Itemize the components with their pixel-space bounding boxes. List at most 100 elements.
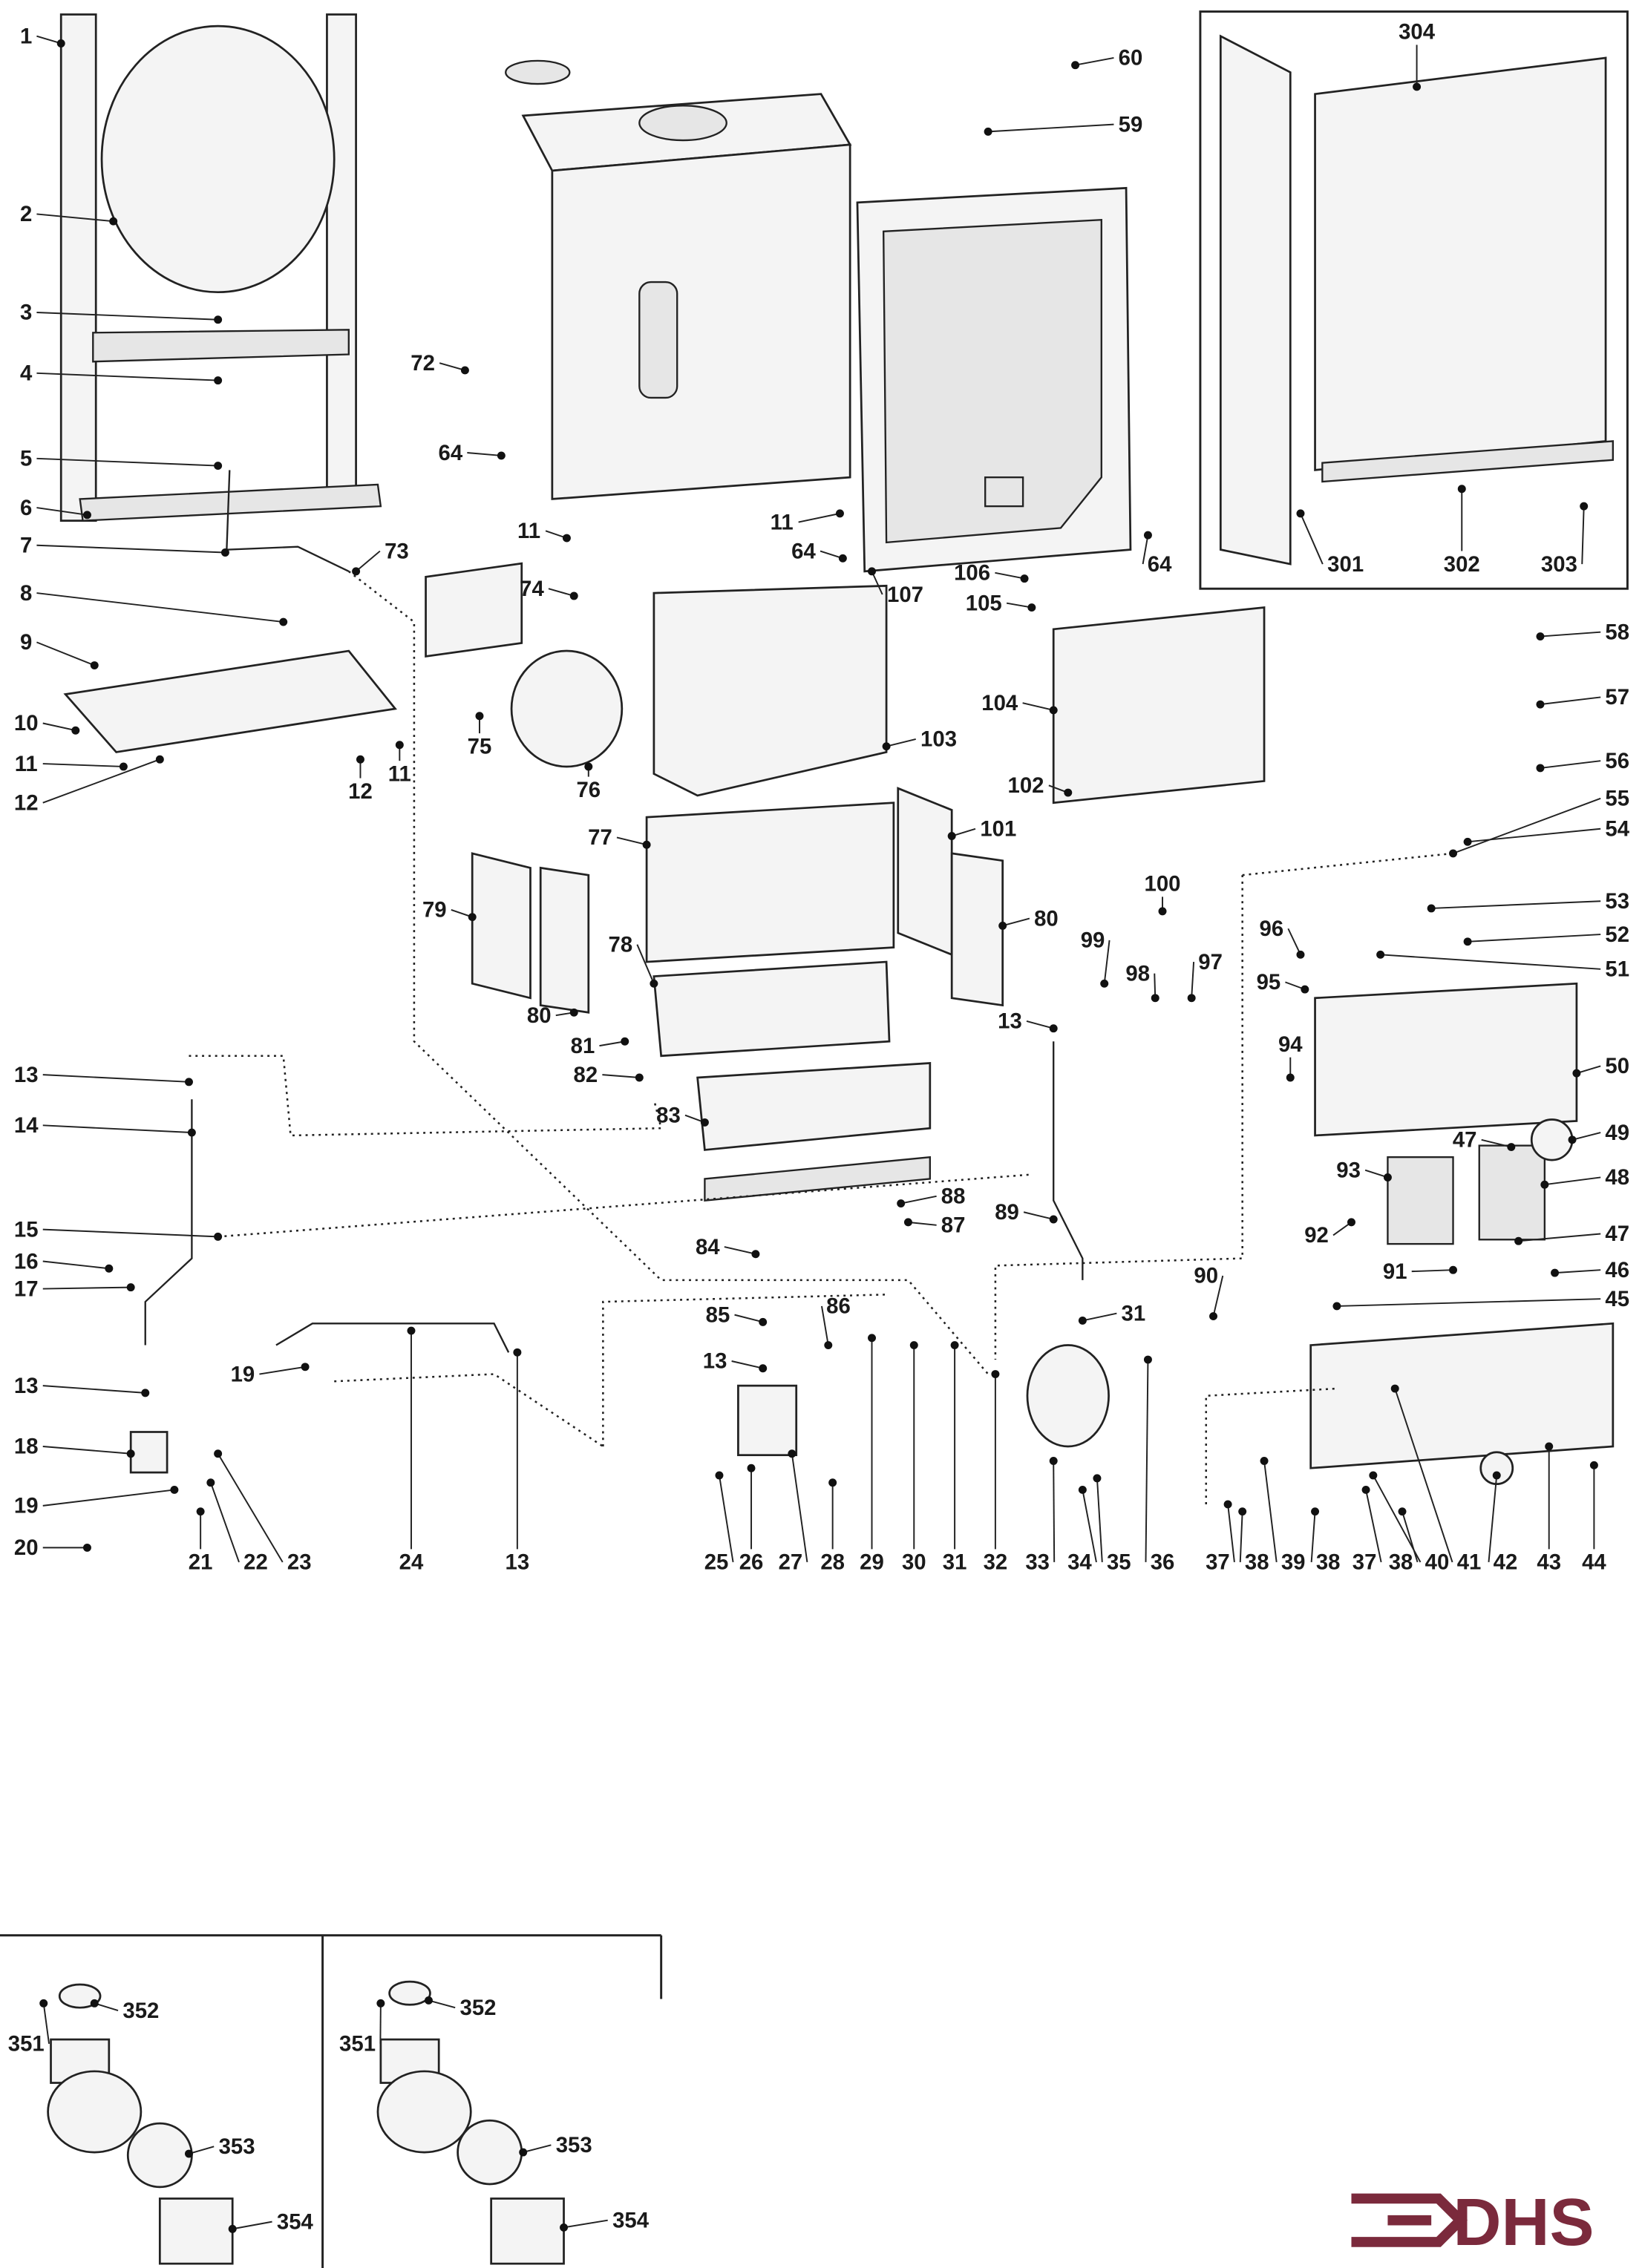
leader-dot: [356, 755, 364, 764]
part-number-label: 351: [8, 2032, 45, 2056]
leader-dot: [468, 913, 477, 922]
callout-47: 47: [1514, 1222, 1629, 1246]
leader-dot: [196, 1507, 205, 1516]
leader-line: [1263, 1461, 1278, 1563]
leader-dot: [1398, 1507, 1407, 1516]
callout-14: 14: [14, 1113, 196, 1138]
part-number-label: 84: [696, 1235, 720, 1259]
part-number-label: 38: [1389, 1550, 1413, 1575]
side-insulation-left-2: [539, 866, 590, 1014]
leader-line: [908, 1221, 937, 1226]
leader-dot: [1049, 1215, 1058, 1224]
leader-line: [995, 571, 1025, 580]
leader-dot: [897, 1199, 906, 1208]
part-number-label: 81: [571, 1034, 595, 1058]
leader-line: [1571, 1132, 1601, 1141]
leader-dot: [1463, 837, 1472, 846]
leader-dot: [1568, 1135, 1577, 1144]
leader-dot: [868, 567, 876, 576]
part-number-label: 4: [20, 361, 33, 386]
leader-dot: [1158, 907, 1167, 916]
leader-dot: [1049, 706, 1058, 715]
callout-74: 74: [520, 577, 578, 601]
callout-31: 31: [1078, 1301, 1145, 1325]
leader-line: [1401, 1511, 1419, 1563]
dhs-logo: DHS: [1351, 2186, 1594, 2260]
leader-line: [523, 2144, 552, 2154]
part-number-label: 9: [20, 630, 32, 655]
part-number-label: 14: [14, 1113, 39, 1138]
leader-dot: [1301, 985, 1309, 994]
leader-line: [42, 1124, 192, 1134]
leader-dot: [1390, 1384, 1399, 1393]
bottom-rail: [1321, 440, 1615, 483]
part-number-label: 38: [1245, 1550, 1269, 1575]
leader-dot: [1151, 994, 1159, 1003]
leader-line: [1540, 760, 1601, 769]
leader-dot: [1064, 788, 1073, 797]
leader-line: [1075, 57, 1114, 66]
leader-dot: [991, 1370, 1000, 1378]
leader-dot: [90, 1999, 99, 2008]
side-insulation-right: [897, 787, 953, 957]
part-number-label: 43: [1537, 1550, 1561, 1575]
callout-19: 19: [231, 1362, 310, 1386]
front-insulation: [645, 802, 895, 963]
leader-line: [42, 1286, 131, 1290]
part-number-label: 302: [1444, 552, 1480, 577]
callout-64: 64: [1142, 531, 1172, 577]
leader-line: [1431, 900, 1601, 909]
side-insulation-right-2: [950, 852, 1004, 1007]
heat-exchanger: [652, 960, 891, 1058]
part-number-label: 37: [1206, 1550, 1230, 1575]
leader-line: [189, 2146, 215, 2154]
part-number-label: 55: [1605, 787, 1629, 811]
part-number-label: 304: [1399, 20, 1436, 45]
part-number-label: 23: [287, 1550, 312, 1575]
callout-81: 81: [571, 1034, 629, 1058]
part-number-label: 3: [20, 301, 32, 325]
part-number-label: 59: [1119, 112, 1143, 137]
leader-dot: [1296, 509, 1305, 518]
part-number-label: 80: [527, 1003, 552, 1028]
hydraulic-block: [129, 1431, 169, 1474]
part-number-label: 36: [1151, 1550, 1175, 1575]
part-number-label: 103: [920, 727, 957, 752]
part-number-label: 95: [1257, 970, 1281, 994]
leader-line: [798, 512, 840, 523]
part-number-label: 90: [1194, 1264, 1218, 1288]
callout-56: 56: [1536, 749, 1629, 773]
leader-dot: [184, 2149, 193, 2158]
callout-86: 86: [821, 1294, 851, 1350]
callout-57: 57: [1536, 685, 1629, 709]
callout-31: 31: [943, 1341, 966, 1575]
mounting-bracket: [63, 649, 397, 753]
part-number-label: 64: [791, 539, 816, 563]
burner-manifold: [704, 1156, 931, 1202]
leader-dot: [1347, 1218, 1355, 1227]
leader-dot: [56, 39, 65, 47]
sealed-door-panel: [856, 186, 1132, 573]
leader-line: [1142, 534, 1149, 565]
leader-dot: [1238, 1507, 1247, 1516]
leader-dot: [1536, 764, 1545, 773]
knob-42: [1479, 1451, 1514, 1486]
leader-line: [636, 944, 655, 984]
leader-dot: [747, 1464, 756, 1472]
part-number-label: 60: [1119, 46, 1143, 71]
callout-91: 91: [1383, 1259, 1458, 1284]
callout-34: 34: [1067, 1485, 1097, 1575]
leader-dot: [1551, 1268, 1560, 1277]
leader-line: [988, 123, 1114, 133]
leader-line: [42, 763, 124, 767]
leader-line: [1544, 1176, 1601, 1186]
leader-line: [1145, 1360, 1149, 1562]
pump: [1026, 1344, 1110, 1448]
leader-line: [1468, 934, 1601, 943]
callout-107: 107: [868, 567, 923, 607]
leader-dot: [1311, 1507, 1320, 1516]
leader-line: [616, 836, 647, 846]
leader-line: [731, 1360, 763, 1369]
callout-7: 7: [20, 534, 229, 557]
